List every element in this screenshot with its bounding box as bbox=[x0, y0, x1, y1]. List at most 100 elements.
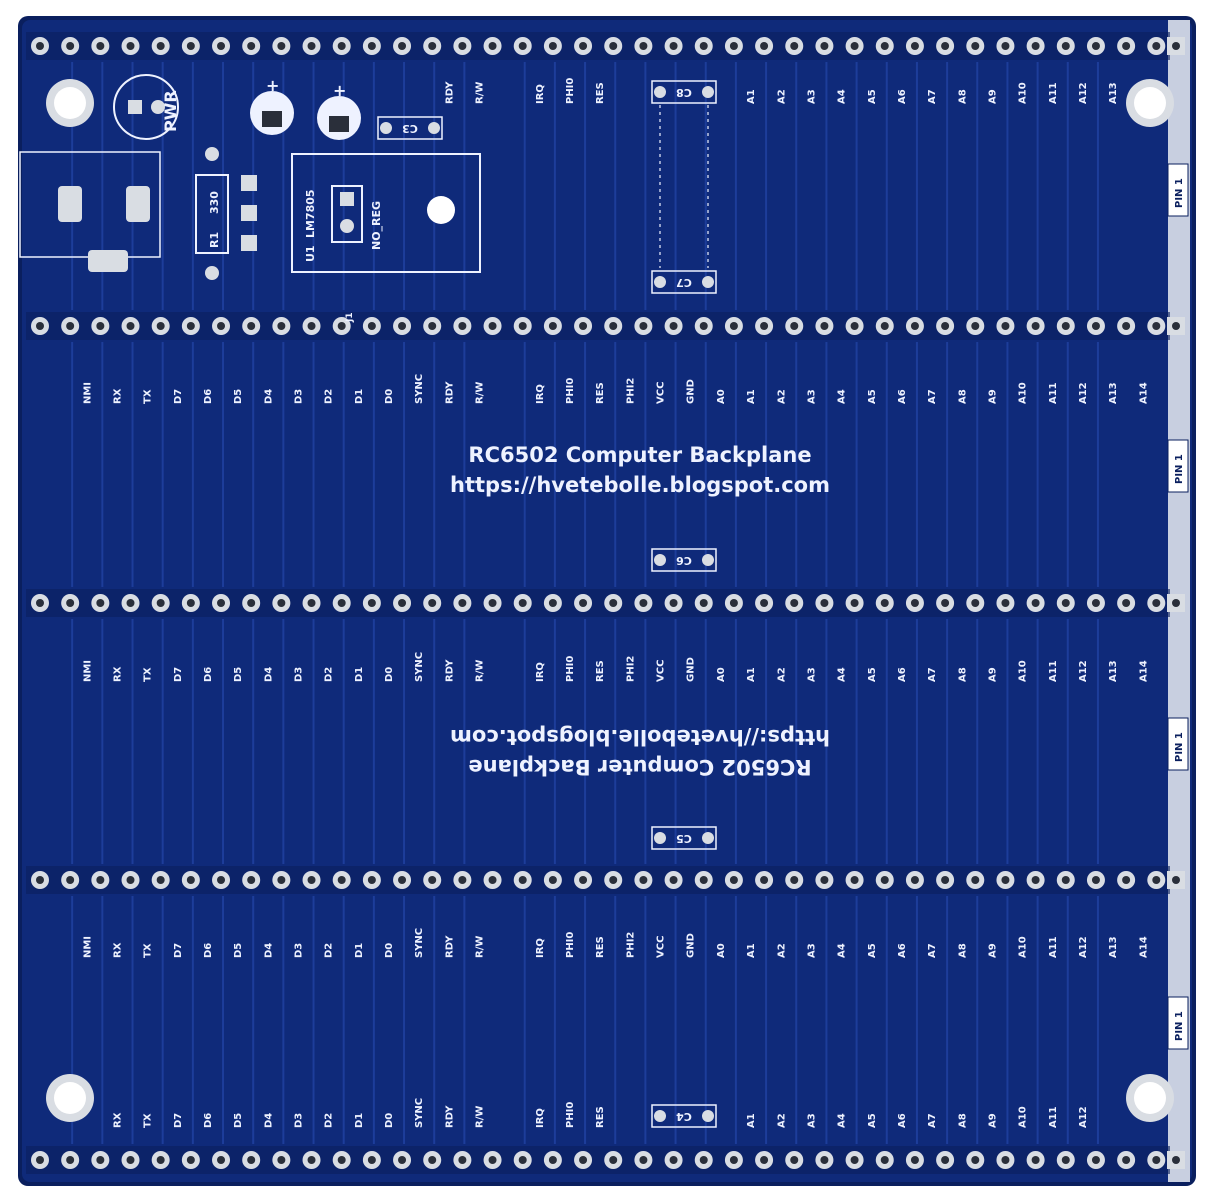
signal-label: A11 bbox=[1048, 1106, 1059, 1128]
hole bbox=[1172, 42, 1180, 50]
hole bbox=[156, 322, 165, 330]
capacitor-pad bbox=[262, 111, 282, 127]
signal-label: A3 bbox=[806, 389, 817, 404]
signal-label: A4 bbox=[837, 89, 848, 104]
hole bbox=[1061, 599, 1070, 607]
hole bbox=[971, 42, 980, 50]
hole bbox=[518, 1156, 527, 1164]
hole bbox=[428, 42, 437, 50]
hole bbox=[518, 876, 527, 884]
signal-label: A8 bbox=[957, 89, 968, 104]
hole bbox=[699, 876, 708, 884]
u1-ref: U1 bbox=[304, 245, 317, 262]
capacitor-pad bbox=[654, 554, 666, 566]
hole bbox=[880, 876, 889, 884]
hole bbox=[639, 322, 648, 330]
hole bbox=[1122, 42, 1131, 50]
pin1-label: PIN 1 bbox=[1174, 178, 1185, 208]
hole bbox=[1172, 322, 1180, 330]
signal-label: D3 bbox=[294, 943, 305, 958]
hole bbox=[639, 42, 648, 50]
pin1-label: PIN 1 bbox=[1174, 1011, 1185, 1041]
hole bbox=[1122, 876, 1131, 884]
jumper-pad bbox=[340, 219, 354, 233]
capacitor-outline bbox=[651, 826, 717, 850]
signal-label: A3 bbox=[806, 89, 817, 104]
hole bbox=[729, 599, 738, 607]
hole bbox=[458, 1156, 467, 1164]
hole bbox=[518, 599, 527, 607]
u1-outline bbox=[291, 153, 481, 273]
hole bbox=[1122, 1156, 1131, 1164]
hole bbox=[1001, 42, 1010, 50]
hole bbox=[66, 322, 75, 330]
signal-label: TX bbox=[143, 667, 154, 682]
signal-label: D7 bbox=[173, 1113, 184, 1128]
signal-label: A1 bbox=[746, 667, 757, 682]
hole bbox=[1152, 42, 1161, 50]
signal-label: IRQ bbox=[535, 84, 546, 104]
hole bbox=[36, 1156, 44, 1164]
hole bbox=[669, 1156, 678, 1164]
signal-label: R/W bbox=[475, 936, 486, 958]
hole bbox=[850, 876, 859, 884]
signal-label: RES bbox=[595, 382, 606, 404]
hole bbox=[398, 1156, 407, 1164]
hole bbox=[217, 42, 226, 50]
hole bbox=[156, 1156, 165, 1164]
signal-label: D5 bbox=[233, 389, 244, 404]
signal-label: D0 bbox=[384, 943, 395, 958]
hole bbox=[186, 42, 195, 50]
capacitor-pad bbox=[702, 276, 714, 288]
hole bbox=[579, 322, 588, 330]
hole bbox=[518, 42, 527, 50]
hole bbox=[1031, 322, 1040, 330]
hole bbox=[850, 1156, 859, 1164]
hole bbox=[156, 599, 165, 607]
signal-label: A12 bbox=[1078, 936, 1089, 958]
signal-label: A13 bbox=[1108, 660, 1119, 682]
hole bbox=[971, 599, 980, 607]
signal-label: A10 bbox=[1018, 936, 1029, 958]
hole bbox=[36, 599, 44, 607]
signal-label: A10 bbox=[1018, 382, 1029, 404]
hole bbox=[398, 599, 407, 607]
signal-label: IRQ bbox=[535, 1108, 546, 1128]
signal-label: A5 bbox=[867, 667, 878, 682]
capacitor-pad bbox=[702, 554, 714, 566]
signal-label: D5 bbox=[233, 667, 244, 682]
hole bbox=[910, 1156, 919, 1164]
hole bbox=[96, 1156, 105, 1164]
hole bbox=[488, 1156, 497, 1164]
hole bbox=[760, 322, 769, 330]
hole bbox=[910, 322, 919, 330]
capacitor-pad bbox=[654, 832, 666, 844]
signal-label: RDY bbox=[444, 1105, 455, 1128]
signal-label: PHI0 bbox=[565, 78, 576, 104]
hole bbox=[1172, 599, 1180, 607]
hole bbox=[488, 876, 497, 884]
hole bbox=[699, 322, 708, 330]
capacitor-label: C6 bbox=[676, 554, 692, 567]
hole bbox=[850, 599, 859, 607]
signal-label: A4 bbox=[837, 667, 848, 682]
mounting-hole-drill bbox=[1134, 87, 1166, 119]
hole bbox=[820, 42, 829, 50]
r1-ref: R1 bbox=[208, 232, 221, 248]
signal-label: A11 bbox=[1048, 382, 1059, 404]
signal-label: D2 bbox=[324, 667, 335, 682]
signal-label: GND bbox=[686, 933, 697, 958]
signal-label: RX bbox=[113, 1112, 124, 1128]
signal-label: A6 bbox=[897, 389, 908, 404]
hole bbox=[579, 876, 588, 884]
signal-label: D4 bbox=[263, 1113, 274, 1128]
signal-label: TX bbox=[143, 943, 154, 958]
hole bbox=[790, 322, 799, 330]
signal-label: A2 bbox=[776, 943, 787, 958]
hole bbox=[458, 599, 467, 607]
hole bbox=[1122, 322, 1131, 330]
signal-label: A8 bbox=[957, 943, 968, 958]
power-jack-pad bbox=[88, 250, 128, 272]
signal-label: A7 bbox=[927, 667, 938, 682]
signal-label: A6 bbox=[897, 943, 908, 958]
